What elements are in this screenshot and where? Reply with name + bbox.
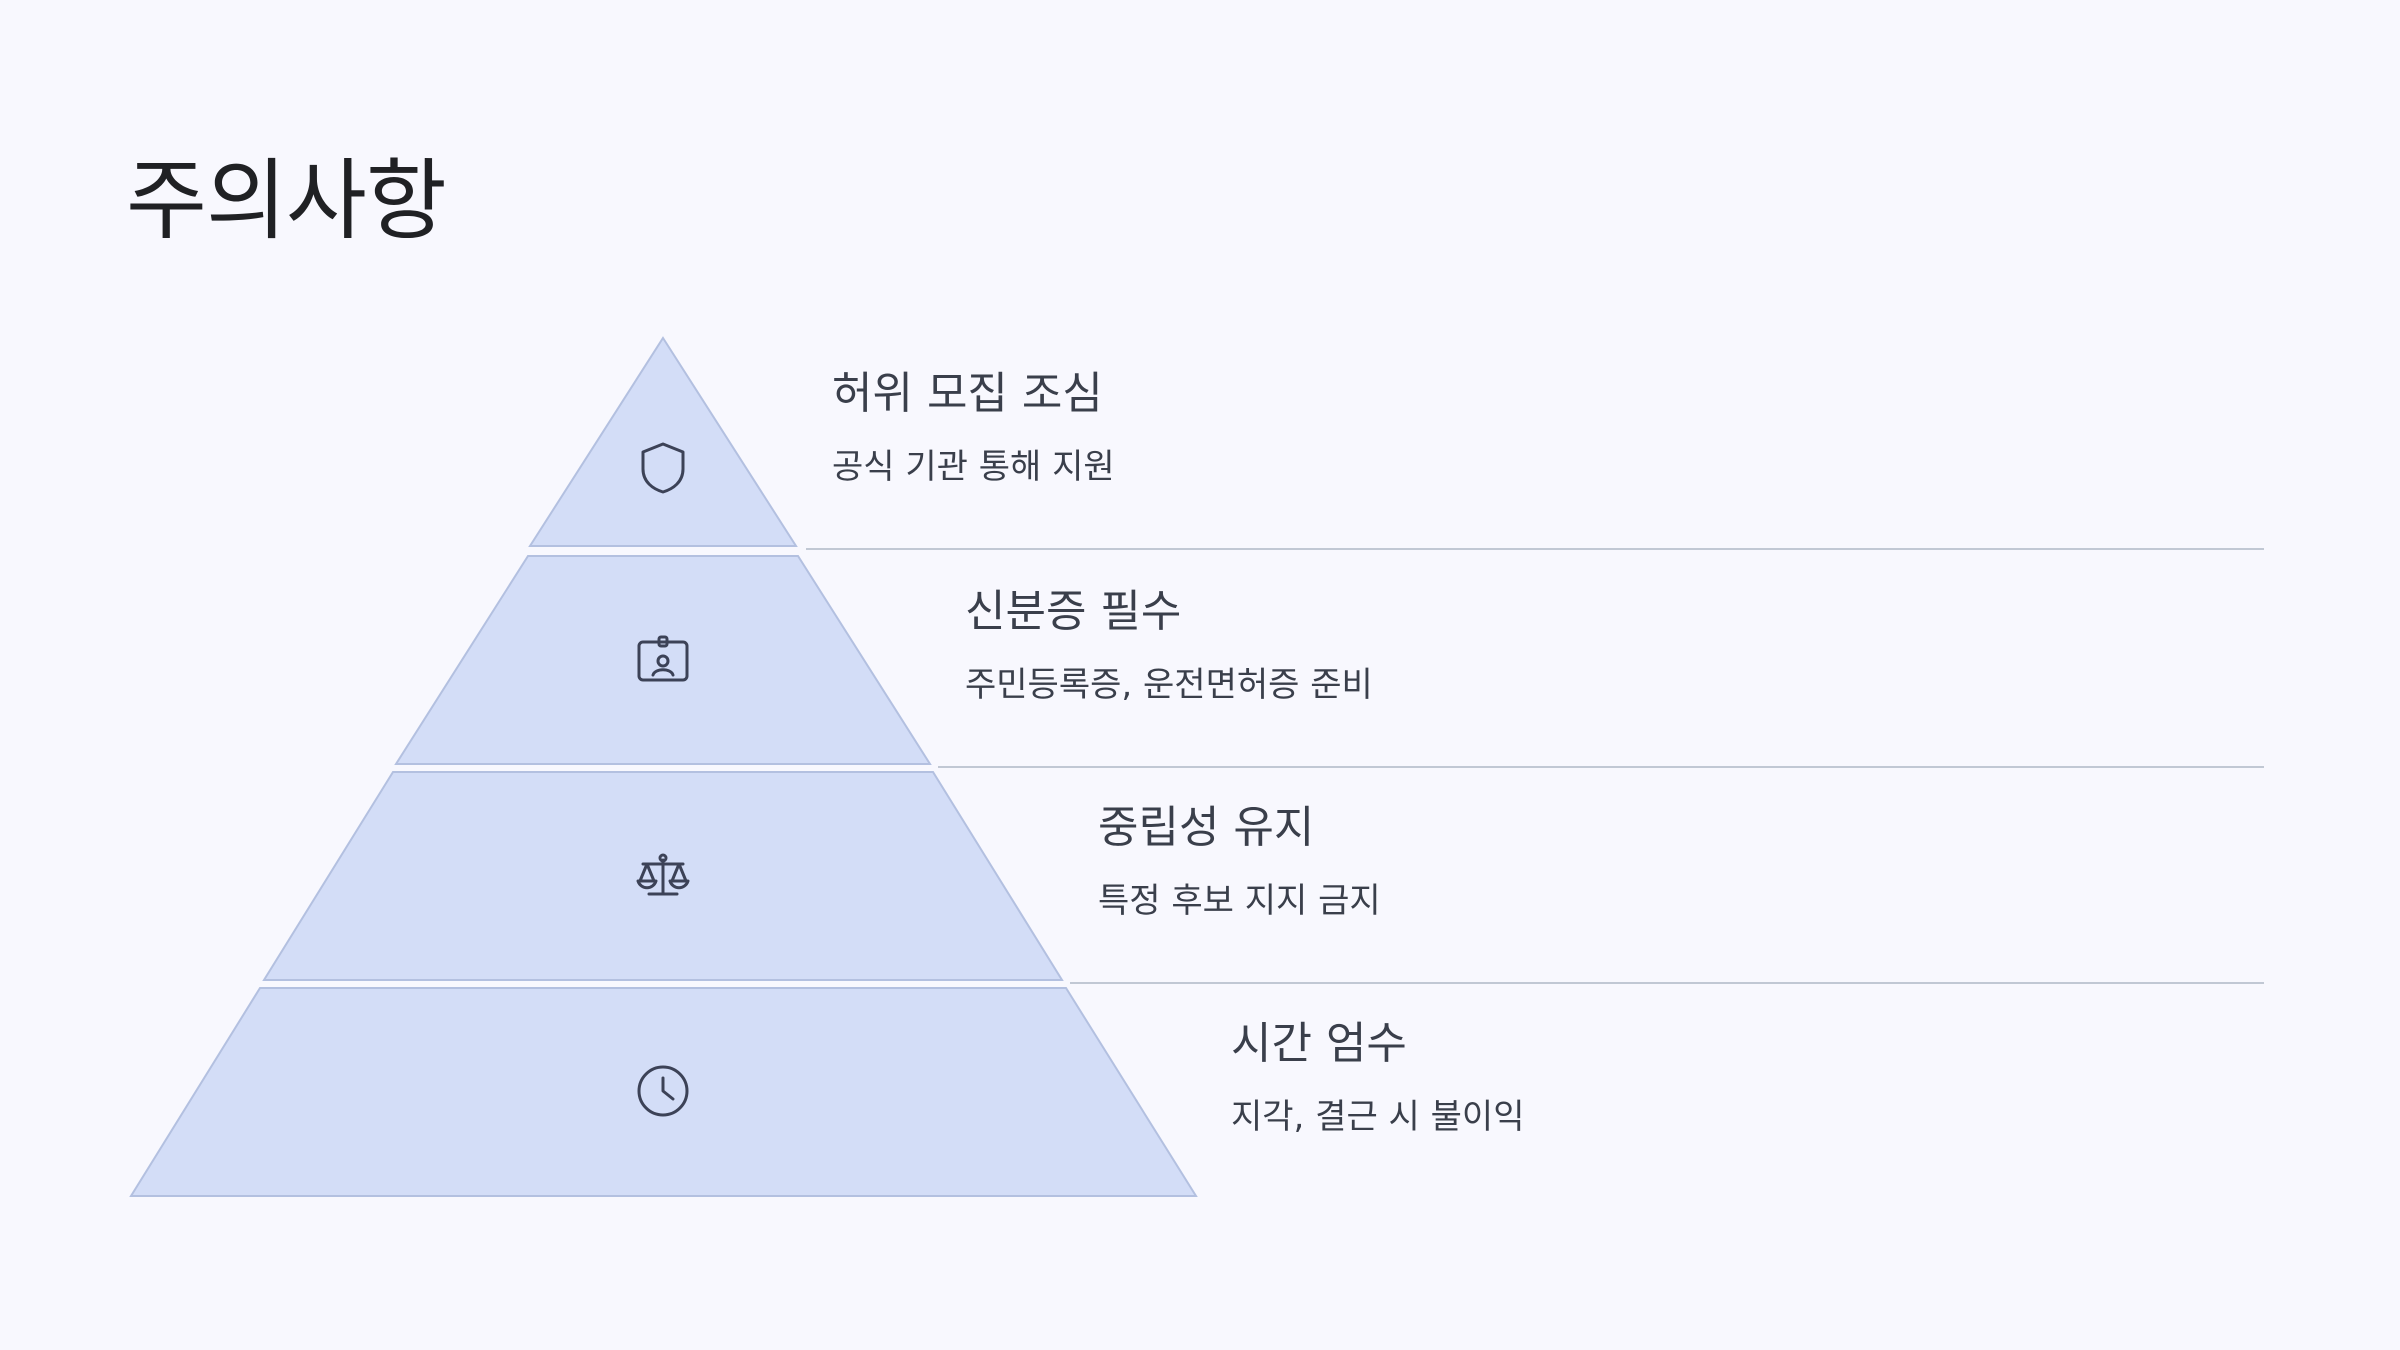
id-badge-icon [637,635,689,682]
layer-1-heading: 허위 모집 조심 [832,368,1103,419]
layer-4-description: 지각, 결근 시 불이익 [1231,1096,1525,1137]
layer-1-description: 공식 기관 통해 지원 [832,446,1115,487]
layer-2-description: 주민등록증, 운전면허증 준비 [965,664,1373,705]
layer-4-heading: 시간 엄수 [1231,1018,1407,1069]
page-title: 주의사항 [126,149,447,252]
layer-3-heading: 중립성 유지 [1098,802,1315,853]
layer-1-text: 허위 모집 조심 공식 기관 통해 지원 [832,368,1115,488]
layer-3-text: 중립성 유지 특정 후보 지지 금지 [1098,802,1381,922]
layer-3-description: 특정 후보 지지 금지 [1098,880,1381,921]
scale-icon [636,853,690,896]
clock-icon [637,1065,689,1117]
layer-2-text: 신분증 필수 주민등록증, 운전면허증 준비 [965,586,1373,706]
layer-4-text: 시간 엄수 지각, 결근 시 불이익 [1231,1018,1524,1138]
layer-2-heading: 신분증 필수 [965,586,1182,637]
pyramid-layer-1 [528,336,798,547]
pyramid-layer-2 [394,555,932,765]
shield-icon [641,442,685,494]
